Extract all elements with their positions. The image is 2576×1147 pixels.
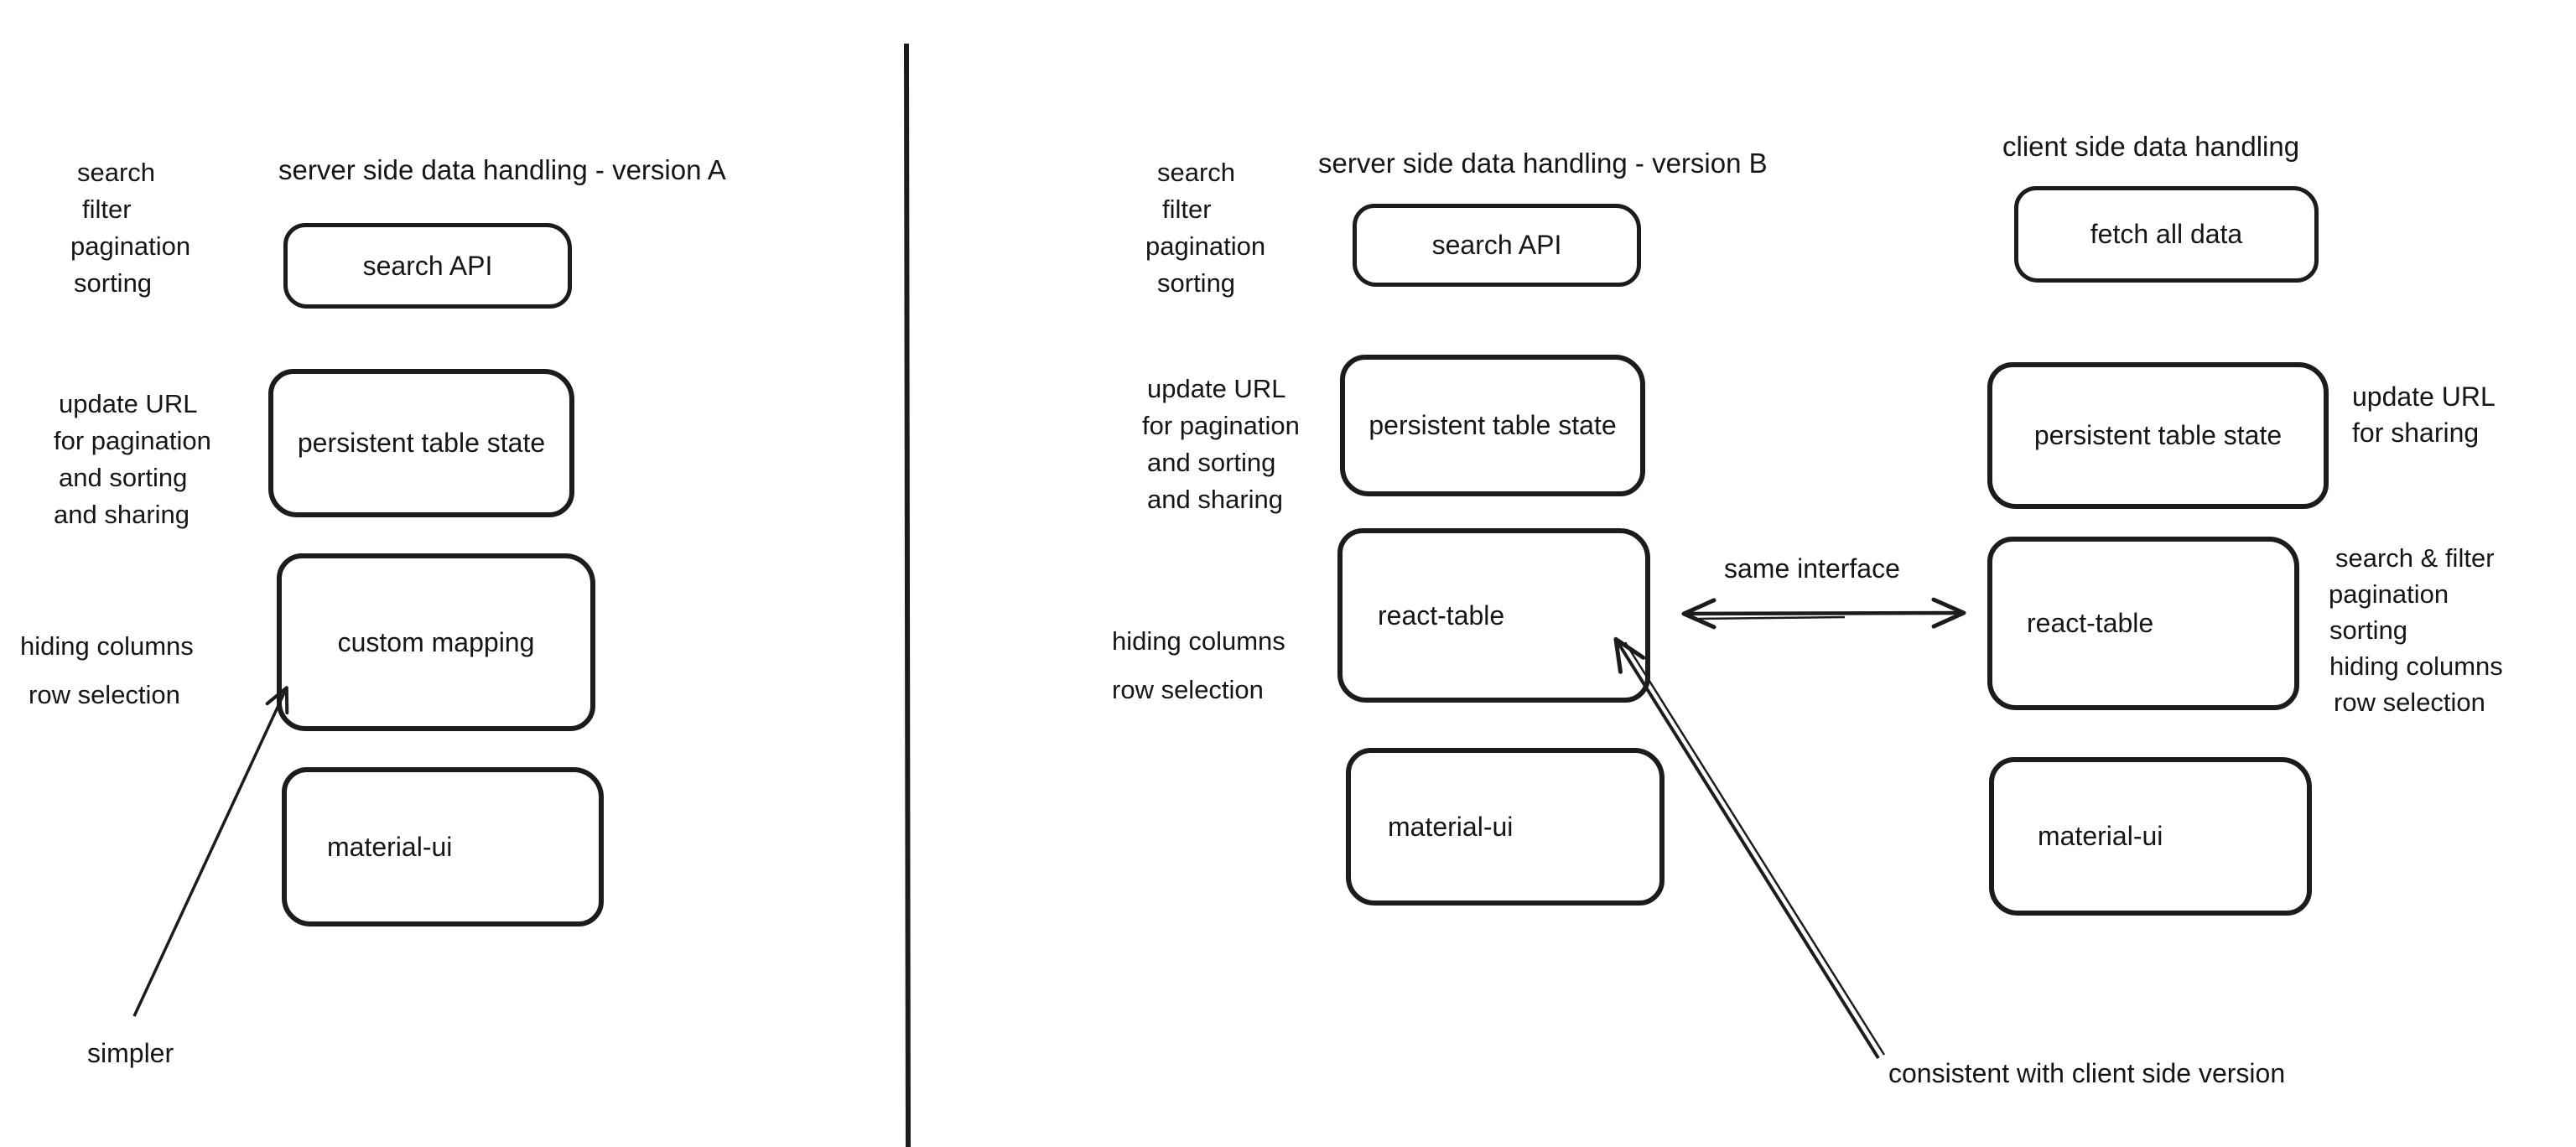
column-client-side: client side data handling fetch all data… [1832, 0, 2576, 1147]
same-interface-label: same interface [1724, 553, 1900, 584]
box-react-table-b: react-table [1337, 528, 1650, 703]
note-line: for pagination [1142, 411, 1300, 440]
note-line: filter [82, 195, 132, 224]
box-material-ui-c: material-ui [1989, 757, 2312, 916]
note-line: update URL [1147, 374, 1286, 403]
note-line: pagination [70, 231, 191, 261]
column-a-feature-notes-low: hiding columns row selection [20, 622, 194, 719]
box-material-ui-b: material-ui [1346, 748, 1665, 906]
column-b-feature-notes-top: search filter pagination sorting [1145, 154, 1265, 302]
column-b-title: server side data handling - version B [1318, 148, 1768, 179]
column-a-feature-notes-top: search filter pagination sorting [70, 154, 190, 302]
annotation-simpler: simpler [87, 1038, 174, 1068]
note-line: for sharing [2352, 418, 2480, 448]
note-line: search & filter [2335, 543, 2495, 573]
box-react-table-c: react-table [1987, 537, 2299, 710]
box-search-api-a: search API [283, 223, 572, 309]
column-version-b: server side data handling - version B se… [910, 0, 1832, 1147]
column-a-url-note: update URL for pagination and sorting an… [54, 386, 211, 533]
consistent-annotation: consistent with client side version [1888, 1058, 2286, 1088]
note-line: and sorting [59, 463, 188, 492]
column-c-title: client side data handling [2002, 131, 2300, 162]
note-line: search [77, 158, 156, 187]
box-fetch-all-data: fetch all data [2014, 186, 2319, 283]
note-line: update URL [59, 389, 198, 418]
column-b-url-note: update URL for pagination and sorting an… [1142, 371, 1300, 518]
note-line: update URL [2352, 381, 2496, 412]
note-line: and sharing [54, 500, 190, 529]
note-line: search [1157, 158, 1236, 187]
box-persistent-state-c: persistent table state [1987, 362, 2329, 509]
box-persistent-state-b: persistent table state [1340, 355, 1645, 496]
note-line: pagination [1145, 231, 1266, 261]
note-line: filter [1162, 195, 1212, 224]
note-line: sorting [1157, 268, 1236, 298]
note-line: pagination [2329, 579, 2449, 609]
note-line: hiding columns [1112, 626, 1285, 656]
box-material-ui-a: material-ui [282, 767, 604, 926]
note-line: row selection [1112, 675, 1264, 704]
column-c-url-note: update URL for sharing [2352, 379, 2496, 451]
note-line: sorting [74, 268, 153, 298]
note-line: row selection [2334, 688, 2485, 717]
column-c-feature-notes: search & filter pagination sorting hidin… [2329, 540, 2503, 720]
note-line: hiding columns [2329, 651, 2503, 681]
box-persistent-state-a: persistent table state [268, 369, 574, 517]
box-search-api-b: search API [1353, 204, 1641, 287]
note-line: hiding columns [20, 631, 194, 661]
note-line: sorting [2329, 615, 2408, 645]
note-line: and sharing [1147, 485, 1284, 514]
note-line: and sorting [1147, 448, 1276, 477]
column-version-a: server side data handling - version A se… [0, 0, 905, 1147]
note-line: row selection [29, 680, 180, 709]
note-line: for pagination [54, 426, 211, 455]
column-b-feature-notes-low: hiding columns row selection [1112, 617, 1285, 714]
box-custom-mapping: custom mapping [277, 553, 595, 731]
divider-line [904, 43, 911, 1147]
column-a-title: server side data handling - version A [278, 154, 726, 185]
